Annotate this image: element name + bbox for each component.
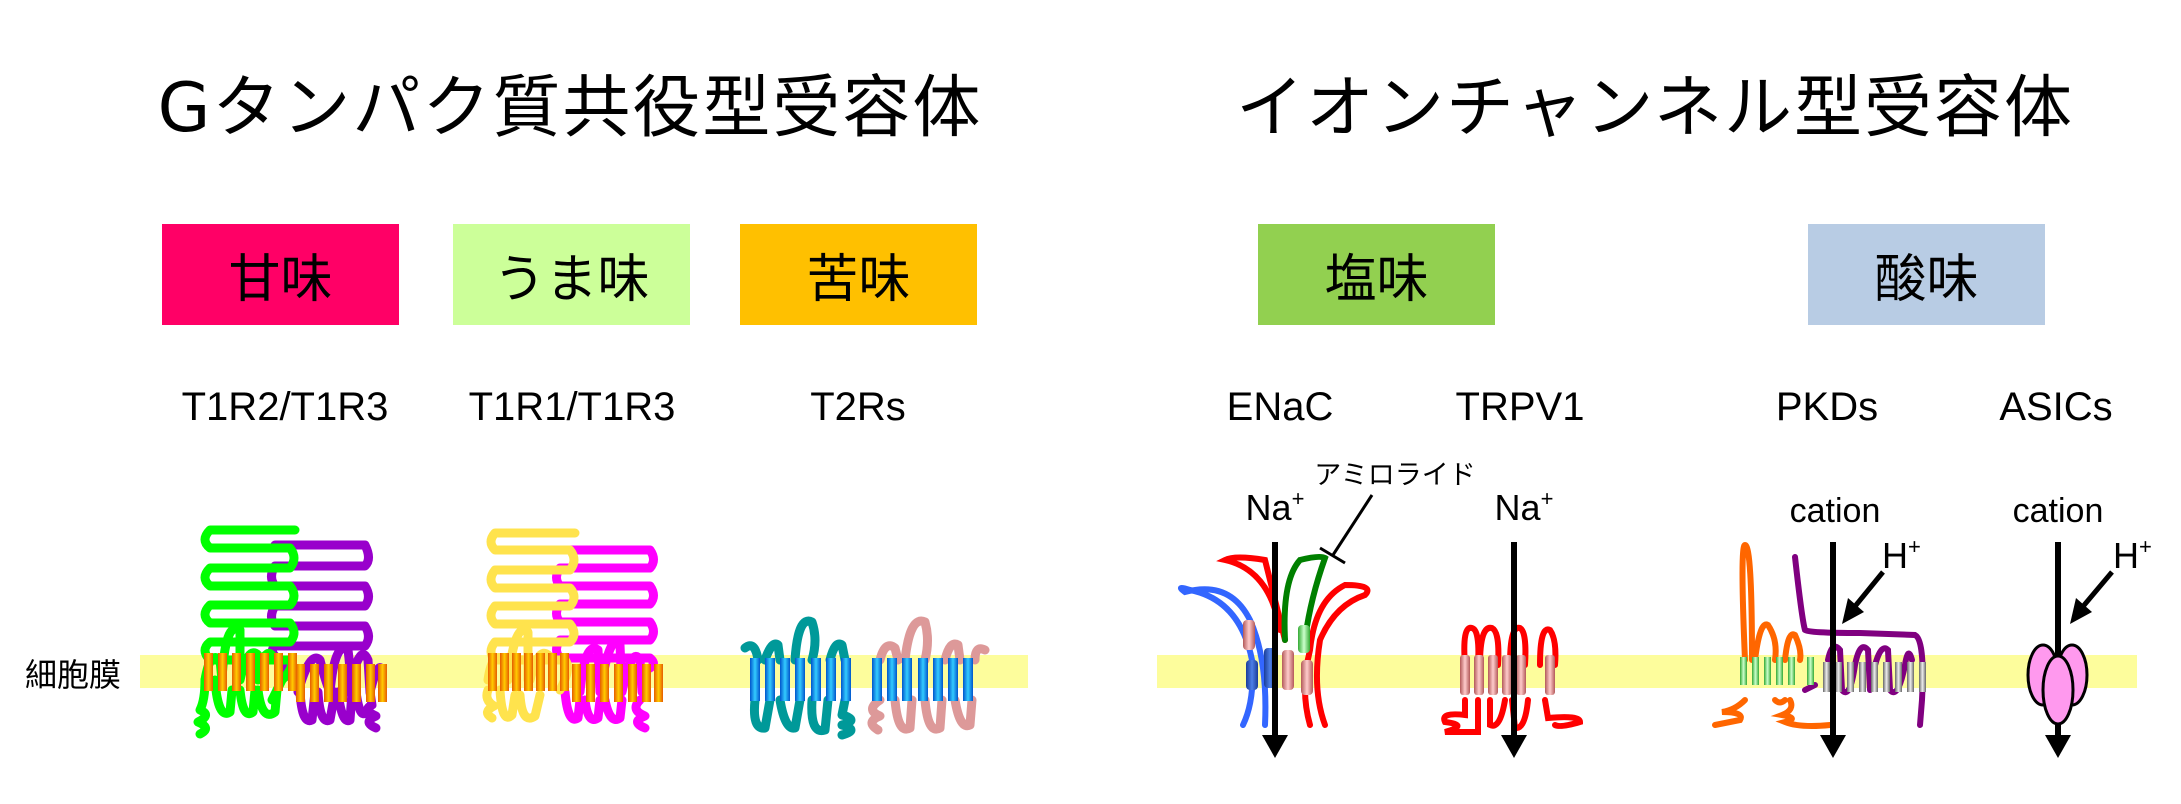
receptor-label-enac: ENaC	[1226, 385, 1334, 429]
pkd-orange-chain	[1712, 541, 1833, 729]
receptor-label-trpv1: TRPV1	[1455, 385, 1585, 429]
cell-membrane-label: 細胞膜	[25, 656, 122, 694]
t2r-b-helices	[872, 658, 973, 701]
taste-box-bitter: 苦味	[740, 224, 977, 325]
t2r-a-chain	[740, 616, 856, 740]
t2r-b-chain	[867, 616, 990, 735]
taste-label-bitter: 苦味	[806, 250, 911, 310]
taste-box-salty: 塩味	[1258, 224, 1495, 325]
amiloride-label: アミロライド	[1314, 460, 1475, 491]
pkd-arrow-head	[1820, 735, 1846, 758]
t1r1-t1r3-receptor	[482, 528, 663, 733]
taste-box-sweet: 甘味	[162, 224, 399, 325]
pkd-purple-chain	[1792, 554, 1926, 728]
asic-arrow-head	[2045, 735, 2071, 758]
trpv1-na-label: Na+	[1495, 486, 1554, 528]
pkd-proton-arrow-head	[1842, 598, 1864, 624]
enac-red-subunit-right	[1302, 581, 1371, 728]
taste-label-umami: うま味	[493, 250, 650, 310]
enac-channel	[1178, 494, 1374, 758]
taste-label-salty: 塩味	[1324, 250, 1429, 310]
enac-blue-subunit	[1178, 584, 1269, 728]
trpv1-channel	[1441, 542, 1584, 758]
amiloride-inhibition-line	[1331, 494, 1374, 556]
pkd-proton-label: H+	[1882, 534, 1921, 576]
ion-channel-title: イオンチャンネル型受容体	[1236, 69, 2074, 148]
pkd-cation-label: cation	[1790, 492, 1881, 530]
t1r2-helices	[204, 653, 297, 691]
taste-label-sour: 酸味	[1874, 250, 1979, 310]
t1r3-sweet-helices	[296, 664, 387, 702]
pkd-proton-arrow	[1850, 570, 1885, 612]
t1r1-helices	[488, 653, 569, 691]
receptor-label-t1r2-t1r3: T1R2/T1R3	[181, 385, 389, 429]
asic-proton-arrow	[2078, 570, 2114, 612]
taste-label-sweet: 甘味	[228, 250, 333, 310]
taste-box-sour: 酸味	[1808, 224, 2045, 325]
receptor-label-asics: ASICs	[1999, 385, 2113, 429]
gpcr-title: Gタンパク質共役型受容体	[157, 69, 983, 148]
trpv1-arrow-head	[1501, 735, 1527, 758]
asics-channel	[2026, 542, 2114, 758]
asic-proton-label: H+	[2113, 534, 2152, 576]
t2r-a-helices	[750, 658, 851, 701]
pkds-channel	[1712, 541, 1926, 758]
receptor-label-t2rs: T2Rs	[810, 385, 906, 429]
asic-cation-label: cation	[2013, 492, 2104, 530]
t1r2-chain	[193, 525, 300, 739]
taste-box-umami: うま味	[453, 224, 690, 325]
asic-proton-arrow-head	[2070, 598, 2092, 624]
t1r2-t1r3-receptor	[193, 525, 387, 739]
enac-green-subunit	[1281, 553, 1329, 643]
t2rs-receptor	[740, 616, 990, 740]
t1r3-umami-helices	[572, 664, 663, 702]
enac-na-label: Na+	[1246, 486, 1305, 528]
receptor-label-t1r1-t1r3: T1R1/T1R3	[468, 385, 676, 429]
trpv1-chain	[1441, 624, 1584, 735]
asic-subunit	[2041, 654, 2075, 726]
enac-arrow-head	[1262, 735, 1288, 758]
amiloride-inhibition-bar	[1319, 546, 1346, 565]
receptor-label-pkds: PKDs	[1775, 385, 1879, 429]
